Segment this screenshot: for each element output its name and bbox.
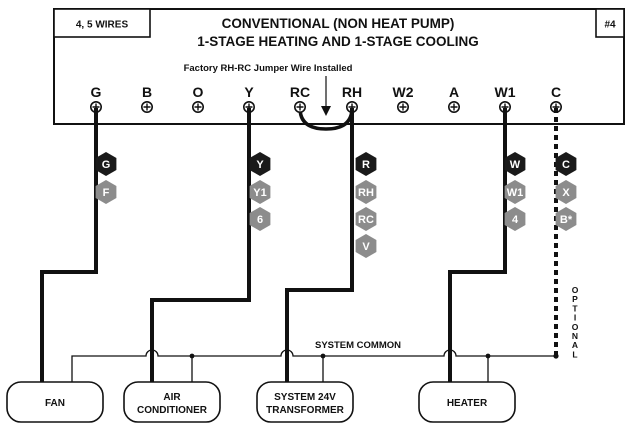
terminal-screw-slot [143,103,151,111]
control-wires [40,108,507,390]
jumper-wire [298,107,354,131]
wire-tag-y-alt: Y1 [253,187,266,199]
ac-label-line1: AIR [163,392,181,403]
wire-g-to-fan [40,108,98,390]
wire-tag-r-alt: RH [358,187,374,199]
junction-dot [189,353,195,359]
diagram-number-box [595,8,625,38]
wires-count-box [53,8,151,38]
load-transformer: SYSTEM 24V TRANSFORMER [256,381,354,423]
wire-tag-y: Y [256,159,264,171]
terminal-label: W1 [495,84,516,100]
wire-tag-r-alt-hex [355,234,377,258]
terminal-label: Y [244,84,254,100]
terminal-label: G [91,84,102,100]
heater-box [418,381,516,423]
fan-box [6,381,104,423]
wire-tag-w: W [510,159,521,171]
load-heater: HEATER [418,381,516,423]
wire-w1-to-heater [448,108,507,390]
wire-tag-w-alt-hex [504,207,526,231]
load-fan: FAN [6,381,104,423]
wire-tag-g-hex [95,152,117,176]
wire-tag-g-alt-hex [95,180,117,204]
jumper-arrow-head [321,106,331,116]
transformer-label-line1: SYSTEM 24V [274,392,336,403]
junction-dot [485,353,491,359]
terminal-label: O [193,84,204,100]
junction-dot [320,353,326,359]
wires-count-label: 4, 5 WIRES [76,20,129,31]
wire-y-to-ac [150,108,251,390]
terminal-screw-slot [296,103,304,111]
transformer-box [256,381,354,423]
terminal-label: A [449,84,459,100]
junction-dot [553,353,559,359]
wire-tag-w-hex [504,152,526,176]
transformer-label-line2: TRANSFORMER [266,405,345,416]
terminal-label: C [551,84,561,100]
heater-label: HEATER [447,398,488,409]
terminal-strip: G B O Y RC RH W2 A W1 C [91,84,562,100]
terminal-screw-slot [194,103,202,111]
terminal-label: RH [342,84,362,100]
wire-tag-r: R [362,159,370,171]
wire-tag-w-alt: 4 [512,214,519,226]
wire-tag-g-alt: F [103,187,110,199]
wire-tag-c-alt: B* [560,214,573,226]
wire-tag-badges: G F Y Y1 6 R RH RC V W W1 4 C X B* [95,152,577,258]
wire-tag-r-hex [355,152,377,176]
wire-tag-y-hex [249,152,271,176]
wire-tag-r-alt-hex [355,180,377,204]
wire-tag-w-alt-hex [504,180,526,204]
wire-rh-to-transformer [285,108,354,390]
fan-label: FAN [45,398,65,409]
diagram-number: #4 [604,20,616,31]
wire-tag-g: G [102,159,111,171]
terminal-screw-slot [399,103,407,111]
terminal-screw-slot [450,103,458,111]
wire-tag-r-alt: V [362,241,370,253]
wire-tag-c-alt-hex [555,180,577,204]
wire-tag-w-alt: W1 [507,187,524,199]
wire-tag-r-alt: RC [358,214,374,226]
wire-tag-y-alt: 6 [257,214,263,226]
wire-tag-c-alt-hex [555,207,577,231]
terminal-label: W2 [393,84,414,100]
ac-box [123,381,221,423]
terminal-label: B [142,84,152,100]
system-common-label: SYSTEM COMMON [315,340,401,351]
diagram-title-line2: 1-STAGE HEATING AND 1-STAGE COOLING [197,34,479,49]
wire-tag-c-hex [555,152,577,176]
wire-tag-y-alt-hex [249,180,271,204]
load-air-conditioner: AIR CONDITIONER [123,381,221,423]
system-common-line [71,349,556,390]
wire-tag-c: C [562,159,570,171]
ac-label-line2: CONDITIONER [137,405,208,416]
diagram-title-line1: CONVENTIONAL (NON HEAT PUMP) [222,16,455,31]
wire-tag-y-alt-hex [249,207,271,231]
wire-tag-r-alt-hex [355,207,377,231]
terminal-label: RC [290,84,310,100]
wire-tag-c-alt: X [562,187,570,199]
jumper-note: Factory RH-RC Jumper Wire Installed [184,63,353,74]
